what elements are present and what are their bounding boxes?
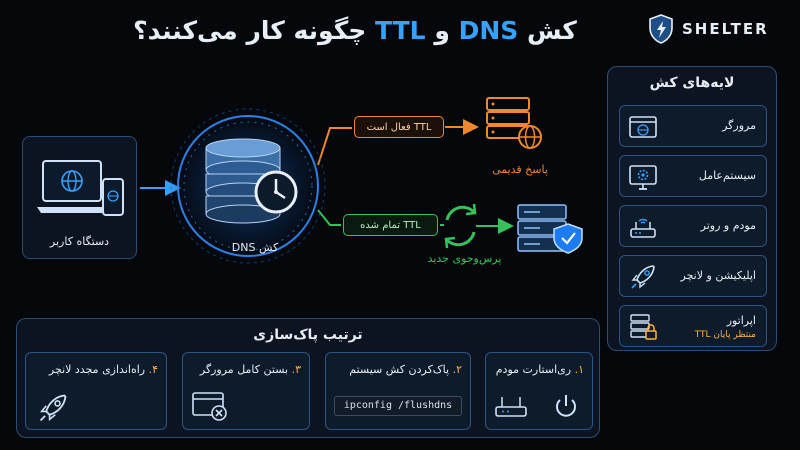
cache-layers-panel: لایه‌های کش مرورگر سیستم‌عامل مودم xyxy=(607,66,777,351)
layer-operator: اپراتور منتظر پایان TTL xyxy=(619,305,767,347)
globe-icon xyxy=(61,170,83,192)
layer-sub-label: منتظر پایان TTL xyxy=(694,330,756,340)
browser-close-icon xyxy=(192,392,227,421)
step-text: پاک‌کردن کش سیستم xyxy=(349,363,450,376)
laptop-icon xyxy=(37,160,124,216)
new-query-label: پرس‌وجوی جدید xyxy=(427,252,502,265)
layer-label: مودم و روتر xyxy=(700,219,756,232)
layer-router: مودم و روتر xyxy=(619,205,767,247)
old-response-label: پاسخ قدیمی xyxy=(492,163,548,176)
step-label: ۲. پاک‌کردن کش سیستم xyxy=(349,363,462,376)
clearing-order-title: ترتیب پاک‌سازی xyxy=(253,327,363,343)
cache-layers-title: لایه‌های کش xyxy=(649,75,735,91)
title-dns: DNS xyxy=(458,16,519,45)
step-restart-launcher: ۴. راه‌اندازی مجدد لانچر xyxy=(25,352,167,430)
shield-lightning-icon xyxy=(649,14,673,44)
step-close-browser: ۳. بستن کامل مرورگر xyxy=(182,352,310,430)
title-ttl: TTL xyxy=(375,16,426,45)
step-number: ۳. xyxy=(291,363,301,376)
router-icon xyxy=(630,218,656,238)
rocket-icon xyxy=(631,265,655,289)
server-lock-icon xyxy=(630,314,657,340)
layer-os: سیستم‌عامل xyxy=(619,155,767,197)
user-device-box: دستگاه کاربر xyxy=(22,136,137,259)
step-text: ری‌استارت مودم xyxy=(495,363,572,376)
device-label: دستگاه کاربر xyxy=(49,235,110,248)
rocket-icon xyxy=(39,394,67,422)
brand-name: SHELTER xyxy=(682,20,769,38)
server-shield-icon xyxy=(517,204,583,254)
dns-cache-label: کش DNS xyxy=(231,241,279,254)
step-number: ۲. xyxy=(452,363,462,376)
layer-app-launcher: اپلیکیشن و لانچر xyxy=(619,255,767,297)
phone-icon xyxy=(102,178,124,216)
dns-cache-graphic xyxy=(166,104,330,268)
refresh-icon xyxy=(444,203,477,249)
layer-label: اپراتور xyxy=(726,314,756,327)
router-icon xyxy=(495,397,527,417)
layer-browser: مرورگر xyxy=(619,105,767,147)
ttl-active-label: TTL فعال است xyxy=(354,116,444,138)
layer-label: مرورگر xyxy=(722,119,756,132)
ttl-expired-label: TTL تمام شده xyxy=(343,214,438,236)
browser-globe-icon xyxy=(629,116,657,138)
monitor-gear-icon xyxy=(629,165,657,190)
step-restart-modem: ۱. ری‌استارت مودم xyxy=(485,352,593,430)
title-text: و xyxy=(425,16,459,45)
title-text: کش xyxy=(518,16,577,45)
power-icon xyxy=(556,395,576,417)
clearing-order-panel: ترتیب پاک‌سازی ۱. ری‌استارت مودم ۲. پاک‌… xyxy=(16,318,600,438)
step-label: ۱. ری‌استارت مودم xyxy=(496,363,584,376)
server-globe-icon xyxy=(486,97,542,149)
step-number: ۱. xyxy=(574,363,584,376)
layer-label: اپلیکیشن و لانچر xyxy=(680,269,756,282)
step-label: ۳. بستن کامل مرورگر xyxy=(200,363,301,376)
step-flush-system-cache: ۲. پاک‌کردن کش سیستم ipconfig /flushdns xyxy=(325,352,471,430)
title-text: چگونه کار می‌کنند؟ xyxy=(133,16,375,45)
step-text: راه‌اندازی مجدد لانچر xyxy=(48,363,146,376)
brand-logo: SHELTER xyxy=(648,14,769,44)
step-text: بستن کامل مرورگر xyxy=(199,363,289,376)
clock-icon xyxy=(254,170,298,214)
flushdns-command: ipconfig /flushdns xyxy=(334,396,462,416)
layer-label: سیستم‌عامل xyxy=(698,169,756,182)
page-title: کش DNS و TTL چگونه کار می‌کنند؟ xyxy=(120,16,590,45)
step-label: ۴. راه‌اندازی مجدد لانچر xyxy=(49,363,158,376)
step-number: ۴. xyxy=(148,363,158,376)
